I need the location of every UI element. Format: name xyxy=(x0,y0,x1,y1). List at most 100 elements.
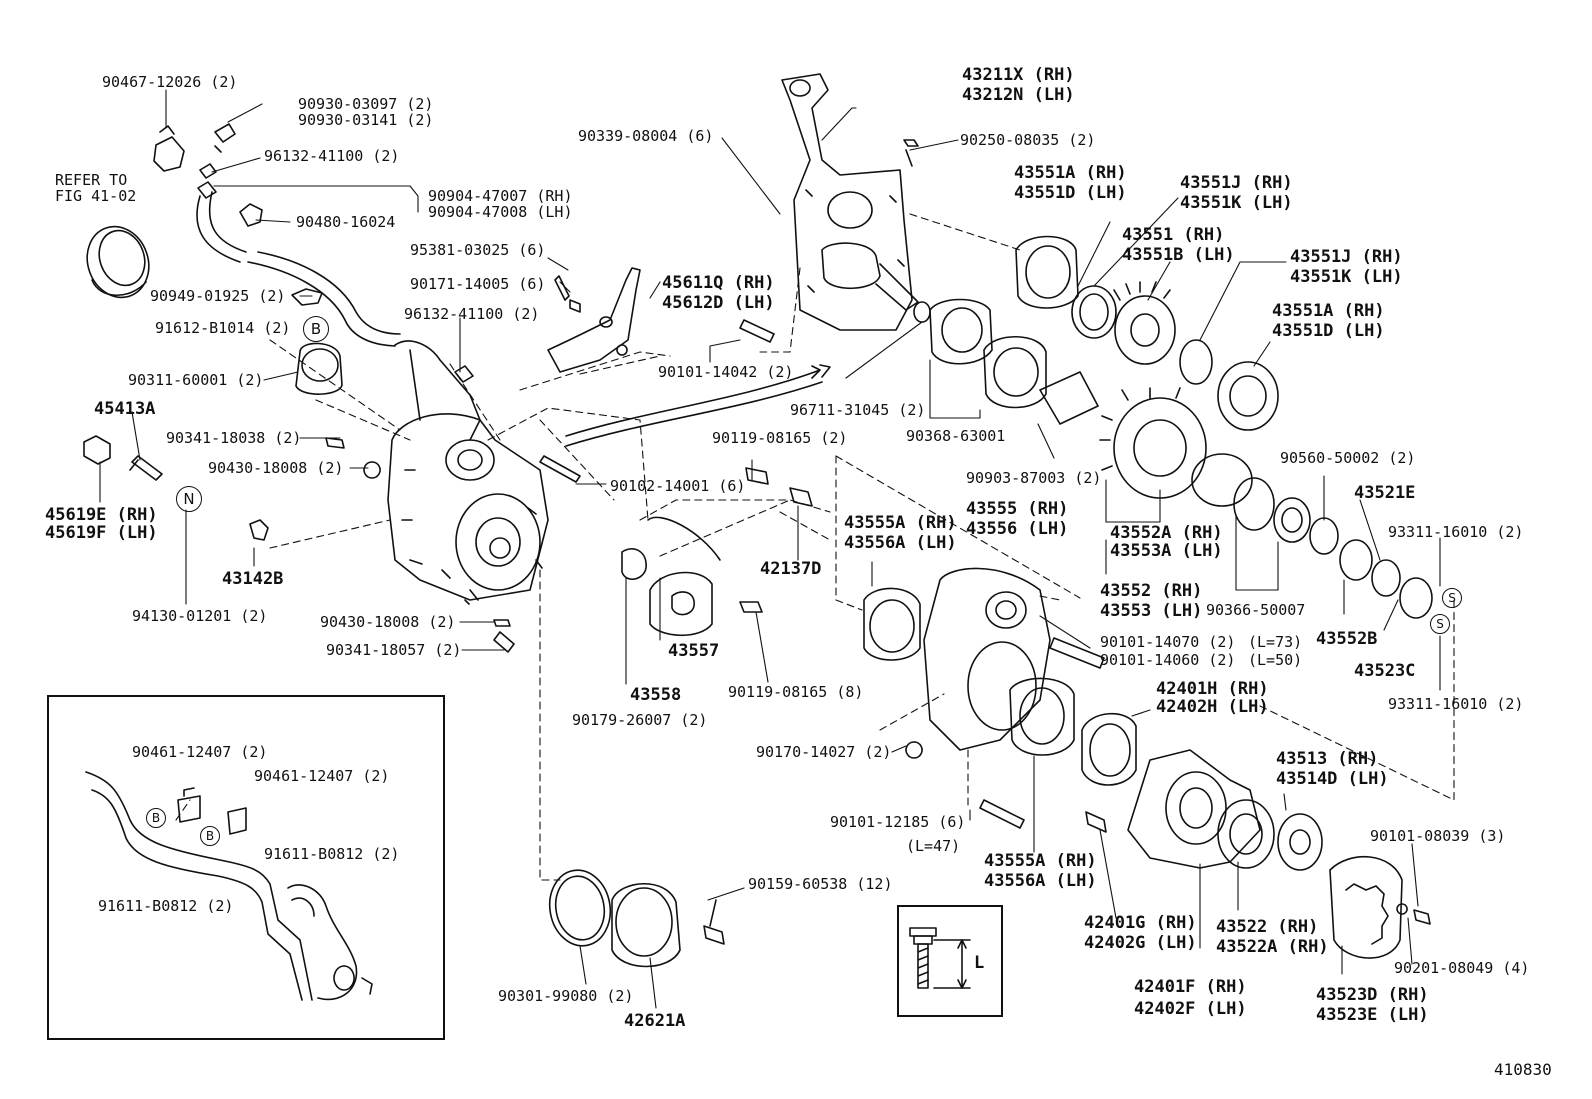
part-label: 43551D (LH) xyxy=(1014,183,1127,203)
part-label: 42401F (RH) xyxy=(1134,977,1247,997)
part-label: 90904-47008 (LH) xyxy=(428,203,573,221)
part-label: 96132-41100 (2) xyxy=(404,305,540,323)
part-label: 43514D (LH) xyxy=(1276,769,1389,789)
part-label: 43523D (RH) xyxy=(1316,985,1429,1005)
part-label: 91611-B0812 (2) xyxy=(264,845,400,863)
bearings-and-gears xyxy=(903,139,1433,619)
part-label: 45619F (LH) xyxy=(45,523,158,543)
part-label: 43553A (LH) xyxy=(1110,541,1223,561)
part-label: 90430-18008 (2) xyxy=(320,613,456,631)
small-hardware-left xyxy=(83,275,581,653)
part-label: 43551J (RH) xyxy=(1180,173,1293,193)
part-label: 90102-14001 (6) xyxy=(610,477,746,495)
axle-hub-housing xyxy=(863,567,1137,829)
part-label: 43551D (LH) xyxy=(1272,321,1385,341)
part-label: 43558 xyxy=(630,685,682,705)
part-label: 43552B xyxy=(1316,629,1378,649)
part-label: 90341-18057 (2) xyxy=(326,641,462,659)
part-label: 43557 xyxy=(668,641,720,661)
part-label: 43551K (LH) xyxy=(1290,267,1403,287)
part-label: 90101-12185 (6) xyxy=(830,813,966,831)
part-label: 90368-63001 xyxy=(906,427,1006,445)
length-symbol: L xyxy=(974,953,985,973)
part-label: 42401G (RH) xyxy=(1084,913,1197,933)
part-label: 43523C xyxy=(1354,661,1416,681)
length-legend-box xyxy=(897,905,1003,1017)
part-label: 43556 (LH) xyxy=(966,519,1069,539)
breather-hose-assembly xyxy=(153,123,401,347)
part-label: (L=47) xyxy=(906,837,961,855)
part-label: 90903-87003 (2) xyxy=(966,469,1102,487)
part-label: 94130-01201 (2) xyxy=(132,607,268,625)
part-label: 90101-14070 (2) xyxy=(1100,633,1236,651)
part-label: 45619E (RH) xyxy=(45,505,158,525)
part-label: 43551A (RH) xyxy=(1014,163,1127,183)
part-label: 90179-26007 (2) xyxy=(572,711,708,729)
part-label: 90170-14027 (2) xyxy=(756,743,892,761)
leader-lines xyxy=(99,89,1441,1009)
part-label: 90101-14042 (2) xyxy=(658,363,794,381)
part-label: 42621A xyxy=(624,1011,686,1031)
dashed-guides xyxy=(175,213,1455,881)
part-label: 43522A (RH) xyxy=(1216,937,1329,957)
part-label: 42137D xyxy=(760,559,822,579)
marker-b-inset-right: B xyxy=(200,826,220,846)
part-label: 43555A (RH) xyxy=(844,513,957,533)
part-label: 43555 (RH) xyxy=(966,499,1069,519)
part-label: 45612D (LH) xyxy=(662,293,775,313)
part-label: 90311-60001 (2) xyxy=(128,371,264,389)
hub-cap-parts xyxy=(548,869,725,968)
inset-detail-box xyxy=(47,695,445,1040)
part-label: 90119-08165 (8) xyxy=(728,683,864,701)
part-label: 90904-47007 (RH) xyxy=(428,187,573,205)
part-label: 90949-01925 (2) xyxy=(150,287,286,305)
marker-b-inset-left: B xyxy=(146,808,166,828)
part-label: 42402G (LH) xyxy=(1084,933,1197,953)
part-label: 90461-12407 (2) xyxy=(254,767,390,785)
part-label: 45413A xyxy=(94,399,156,419)
bracket-45611q xyxy=(547,267,641,373)
assembly-arrow xyxy=(565,365,821,437)
part-label: 90171-14005 (6) xyxy=(410,275,546,293)
part-label: 95381-03025 (6) xyxy=(410,241,546,259)
part-label: 42401H (RH) xyxy=(1156,679,1269,699)
part-label: 90341-18038 (2) xyxy=(166,429,302,447)
part-label: 42402H (LH) xyxy=(1156,697,1269,717)
part-label: 90930-03141 (2) xyxy=(298,111,434,129)
part-label: (L=73) xyxy=(1248,633,1303,651)
steering-knuckle-arm xyxy=(781,73,919,331)
part-label: 90430-18008 (2) xyxy=(208,459,344,477)
part-label: 43552 (RH) xyxy=(1100,581,1203,601)
part-label: 93311-16010 (2) xyxy=(1388,523,1524,541)
part-label: 91612-B1014 (2) xyxy=(155,319,291,337)
part-label: 42402F (LH) xyxy=(1134,999,1247,1019)
part-label: 90461-12407 (2) xyxy=(132,743,268,761)
part-label: 43142B xyxy=(222,569,284,589)
marker-n: N xyxy=(176,486,202,512)
figure-number: 410830 xyxy=(1494,1060,1552,1079)
marker-s-upper: S xyxy=(1442,588,1462,608)
part-label: 90250-08035 (2) xyxy=(960,131,1096,149)
left-knuckle-housing xyxy=(295,340,549,605)
part-label: 43553 (LH) xyxy=(1100,601,1203,621)
bolts-center xyxy=(539,319,813,636)
part-label: 96132-41100 (2) xyxy=(264,147,400,165)
part-label: 90930-03097 (2) xyxy=(298,95,434,113)
part-label: 90560-50002 (2) xyxy=(1280,449,1416,467)
part-label: 43521E xyxy=(1354,483,1416,503)
part-label: 43552A (RH) xyxy=(1110,523,1223,543)
part-label: 90119-08165 (2) xyxy=(712,429,848,447)
part-label: (L=50) xyxy=(1248,651,1303,669)
inset-detail-art xyxy=(85,771,373,1001)
part-label: 90159-60538 (12) xyxy=(748,875,893,893)
part-label: 43556A (LH) xyxy=(844,533,957,553)
part-label: 43523E (LH) xyxy=(1316,1005,1429,1025)
marker-b-main: B xyxy=(303,316,329,342)
part-label: 90480-16024 xyxy=(296,213,396,231)
part-label: 43513 (RH) xyxy=(1276,749,1379,769)
marker-s-lower: S xyxy=(1430,614,1450,634)
part-label: 90467-12026 (2) xyxy=(102,73,238,91)
flange-hub xyxy=(1085,749,1431,959)
